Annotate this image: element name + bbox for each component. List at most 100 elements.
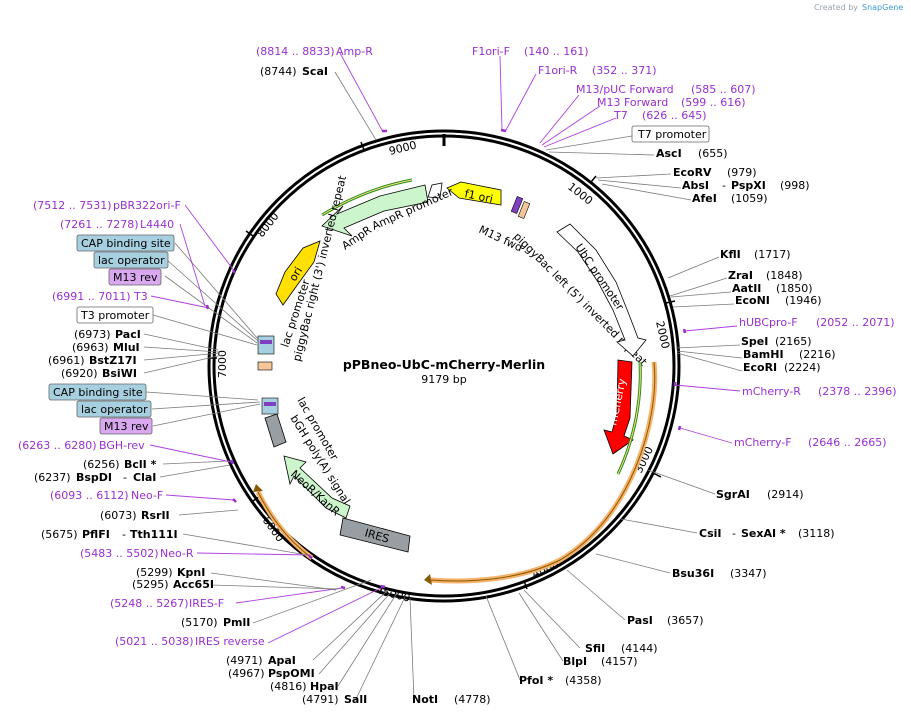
site-afei-name[interactable]: AfeI: [692, 192, 717, 205]
site-bsiwi-name[interactable]: BsiWI: [102, 367, 137, 380]
cap-binding-box-2[interactable]: [48, 383, 147, 401]
site-acc65i-pos: (5295): [132, 578, 169, 591]
site-bamhi-name[interactable]: BamHI: [743, 348, 784, 361]
primer-ires-f-name[interactable]: IRES-F: [189, 597, 224, 610]
site-mlui-name[interactable]: MluI: [113, 341, 140, 354]
site-csii-name[interactable]: CsiI: [699, 527, 721, 540]
ori-label: ori: [287, 265, 306, 284]
ubc-promoter-feature[interactable]: [556, 223, 647, 357]
site-bsu36i-name[interactable]: Bsu36I: [672, 567, 714, 580]
site-pflfi-name[interactable]: PflFI: [82, 528, 110, 541]
t7-promoter-box[interactable]: [631, 125, 710, 143]
site-scai-pos: (8744): [260, 65, 297, 78]
site-apai-name[interactable]: ApaI: [268, 654, 296, 667]
site-pfoi-name[interactable]: PfoI *: [519, 674, 553, 687]
site-kpni-name[interactable]: KpnI: [177, 566, 205, 579]
primer-neo-r-range: (5483 .. 5502): [80, 547, 159, 560]
f1-ori-feature[interactable]: [446, 181, 502, 206]
site-absi-dash: -: [722, 179, 726, 192]
m13-fwd-feature[interactable]: [510, 196, 524, 214]
site-paci-name[interactable]: PacI: [115, 328, 141, 341]
site-bcli-name[interactable]: BclI *: [124, 458, 157, 471]
primer-t7-range: (626 .. 645): [642, 109, 707, 122]
site-spei-name[interactable]: SpeI: [741, 335, 768, 348]
primer-m13puc-name[interactable]: M13/pUC Forward: [576, 83, 674, 96]
site-sali-name[interactable]: SalI: [344, 693, 367, 706]
primer-ires-reverse-name[interactable]: IRES reverse: [195, 635, 265, 648]
primer-l4440-name[interactable]: L4440: [140, 218, 174, 231]
site-ecorv-name[interactable]: EcoRV: [673, 166, 712, 179]
primer-mcherry-f-range: (2646 .. 2665): [808, 436, 887, 449]
primer-t3-name[interactable]: T3: [133, 290, 148, 303]
primer-pbr322ori-name[interactable]: pBR322ori-F: [113, 199, 181, 212]
site-scai-name[interactable]: ScaI: [302, 65, 328, 78]
primer-f1ori-f-range: (140 .. 161): [524, 45, 589, 58]
mcherry-feature[interactable]: [603, 359, 634, 455]
site-bstz17i-pos: (6961): [48, 354, 85, 367]
site-econi-name[interactable]: EcoNI: [735, 294, 770, 307]
site-sfii-name[interactable]: SfiI: [585, 642, 605, 655]
primer-ticks: [205, 128, 687, 590]
primer-bgh-rev-name[interactable]: BGH-rev: [99, 439, 145, 452]
primer-hubcpro-name[interactable]: hUBCpro-F: [739, 316, 798, 329]
site-tth111i-name[interactable]: Tth111I: [130, 528, 178, 541]
site-sgrai-name[interactable]: SgrAI: [716, 488, 750, 501]
t3-promoter-box[interactable]: [76, 306, 154, 324]
t7-promoter-label: T7 promoter: [637, 128, 707, 141]
neor-kanr-feature[interactable]: [283, 455, 351, 519]
primer-ires-f-range: (5248 .. 5267): [110, 597, 189, 610]
site-clai-name[interactable]: ClaI: [133, 471, 156, 484]
site-apai-pos: (4971): [226, 654, 263, 667]
primer-ampr-range: (8814 .. 8833): [256, 45, 335, 58]
m13-rev-box-2[interactable]: [99, 417, 153, 435]
lac-operator-box-2[interactable]: [76, 400, 152, 418]
ori-feature[interactable]: [275, 240, 321, 306]
primer-mcherry-r-name[interactable]: mCherry-R: [742, 385, 801, 398]
ires-feature[interactable]: [339, 517, 411, 553]
site-noti-name[interactable]: NotI: [412, 693, 438, 706]
primer-f1ori-f-name[interactable]: F1ori-F: [472, 45, 510, 58]
primer-ampr-name[interactable]: Amp-R: [336, 45, 373, 58]
site-ecori-name[interactable]: EcoRI: [743, 361, 777, 374]
cap-binding-box-1[interactable]: [76, 234, 175, 252]
primer-neo-r-name[interactable]: Neo-R: [160, 547, 194, 560]
site-absi-name[interactable]: AbsI: [682, 179, 709, 192]
site-kfli-name[interactable]: KflI: [720, 248, 741, 261]
site-zrai-name[interactable]: ZraI: [728, 269, 753, 282]
tick-marks: [209, 141, 676, 595]
primer-bgh-rev-range: (6263 .. 6280): [18, 439, 97, 452]
site-aatii-name[interactable]: AatII: [732, 282, 761, 295]
merlin-orf-arc-inner: [429, 361, 656, 582]
site-bsiwi-pos: (6920): [61, 367, 98, 380]
lac-operator-box-1[interactable]: [93, 251, 169, 269]
ampr-feature[interactable]: [321, 184, 429, 237]
site-rsrii-name[interactable]: RsrII: [141, 509, 170, 522]
site-absi-pos: (998): [780, 179, 810, 192]
m13-rev-label-1: M13 rev: [113, 271, 158, 284]
primer-neo-f-name[interactable]: Neo-F: [131, 489, 163, 502]
m13-rev-box-1[interactable]: [108, 268, 162, 286]
lac-cluster-1[interactable]: [257, 335, 275, 355]
pb-right-marker[interactable]: [257, 361, 273, 371]
site-pmli-name[interactable]: PmlI: [223, 616, 250, 629]
site-blpi-name[interactable]: BlpI: [563, 655, 587, 668]
primer-f1ori-r-name[interactable]: F1ori-R: [538, 64, 578, 77]
site-asci-name[interactable]: AscI: [656, 147, 682, 160]
piggybac-left-marker[interactable]: [517, 201, 531, 219]
site-sexai-name[interactable]: SexAI *: [741, 527, 786, 540]
site-acc65i-name[interactable]: Acc65I: [173, 578, 214, 591]
bgh-feature[interactable]: [264, 413, 287, 448]
primer-t7-name[interactable]: T7: [613, 109, 628, 122]
site-bspdi-name[interactable]: BspDI: [76, 471, 112, 484]
site-pspxi-name[interactable]: PspXI: [731, 179, 766, 192]
primer-mcherry-f-name[interactable]: mCherry-F: [734, 436, 792, 449]
site-hpai-name[interactable]: HpaI: [310, 680, 339, 693]
site-bstz17i-name[interactable]: BstZ17I: [89, 354, 137, 367]
ampr-promoter-feature[interactable]: [427, 182, 443, 199]
site-pspomi-name[interactable]: PspOMI: [268, 667, 315, 680]
primer-m13fwd-name[interactable]: M13 Forward: [597, 96, 668, 109]
tick-label-2000: 2000: [653, 320, 672, 350]
site-zrai-pos: (1848): [766, 269, 803, 282]
site-pasi-name[interactable]: PasI: [627, 614, 653, 627]
site-bamhi-pos: (2216): [799, 348, 836, 361]
